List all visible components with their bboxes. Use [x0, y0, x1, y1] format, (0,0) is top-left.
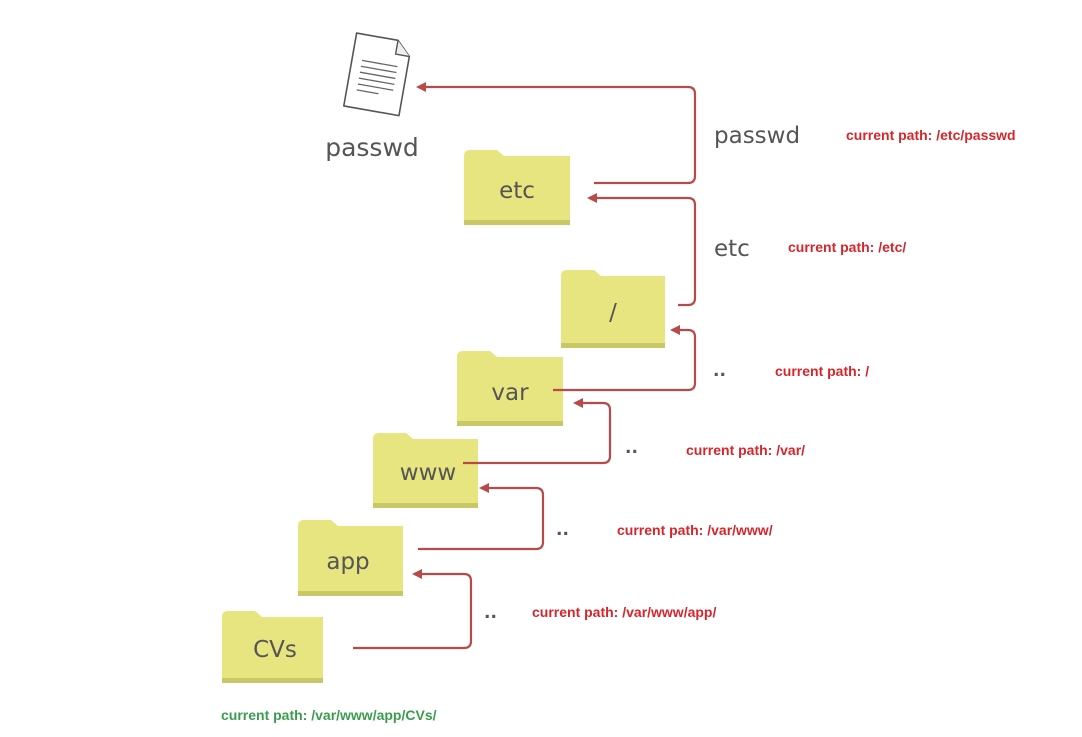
- arrow-www-to-var: [463, 398, 612, 465]
- arrow-cvs-to-app: [353, 569, 473, 650]
- path-label-to-root: current path: /: [775, 363, 869, 379]
- path-label-to-app: current path: /var/www/app/: [532, 604, 716, 620]
- folder-www: www: [373, 433, 478, 508]
- path-label-to-var: current path: /var/: [686, 442, 805, 458]
- step-label-to-root: ..: [713, 361, 726, 381]
- path-label-to-passwd: current path: /etc/passwd: [846, 127, 1016, 143]
- folder-label-root: /: [609, 300, 617, 326]
- file-label: passwd: [325, 133, 419, 162]
- folder-label-www: www: [400, 460, 456, 486]
- folder-etc: etc: [464, 150, 570, 225]
- folder-var: var: [457, 351, 563, 426]
- path-label-to-etc: current path: /etc/: [788, 239, 906, 255]
- step-label-to-etc: etc: [714, 236, 750, 262]
- path-label-to-www: current path: /var/www/: [617, 522, 773, 538]
- document-icon: [342, 32, 411, 117]
- step-label-to-var: ..: [625, 438, 638, 458]
- folder-app: app: [298, 520, 403, 596]
- arrow-root-to-etc: [587, 193, 697, 307]
- folder-label-cvs: CVs: [253, 637, 297, 663]
- step-label-to-www: ..: [556, 520, 569, 540]
- folder-label-var: var: [491, 380, 529, 406]
- folder-label-etc: etc: [499, 178, 535, 204]
- folder-root: /: [561, 270, 665, 348]
- arrow-etc-to-passwd: [416, 82, 697, 185]
- folder-label-app: app: [326, 549, 369, 575]
- arrow-var-to-root: [553, 325, 697, 392]
- start-path-label: current path: /var/www/app/CVs/: [221, 707, 437, 723]
- folder-cvs: CVs: [222, 611, 323, 683]
- step-label-to-passwd: passwd: [714, 123, 800, 149]
- arrow-app-to-www: [418, 483, 545, 551]
- step-label-to-app: ..: [484, 603, 497, 623]
